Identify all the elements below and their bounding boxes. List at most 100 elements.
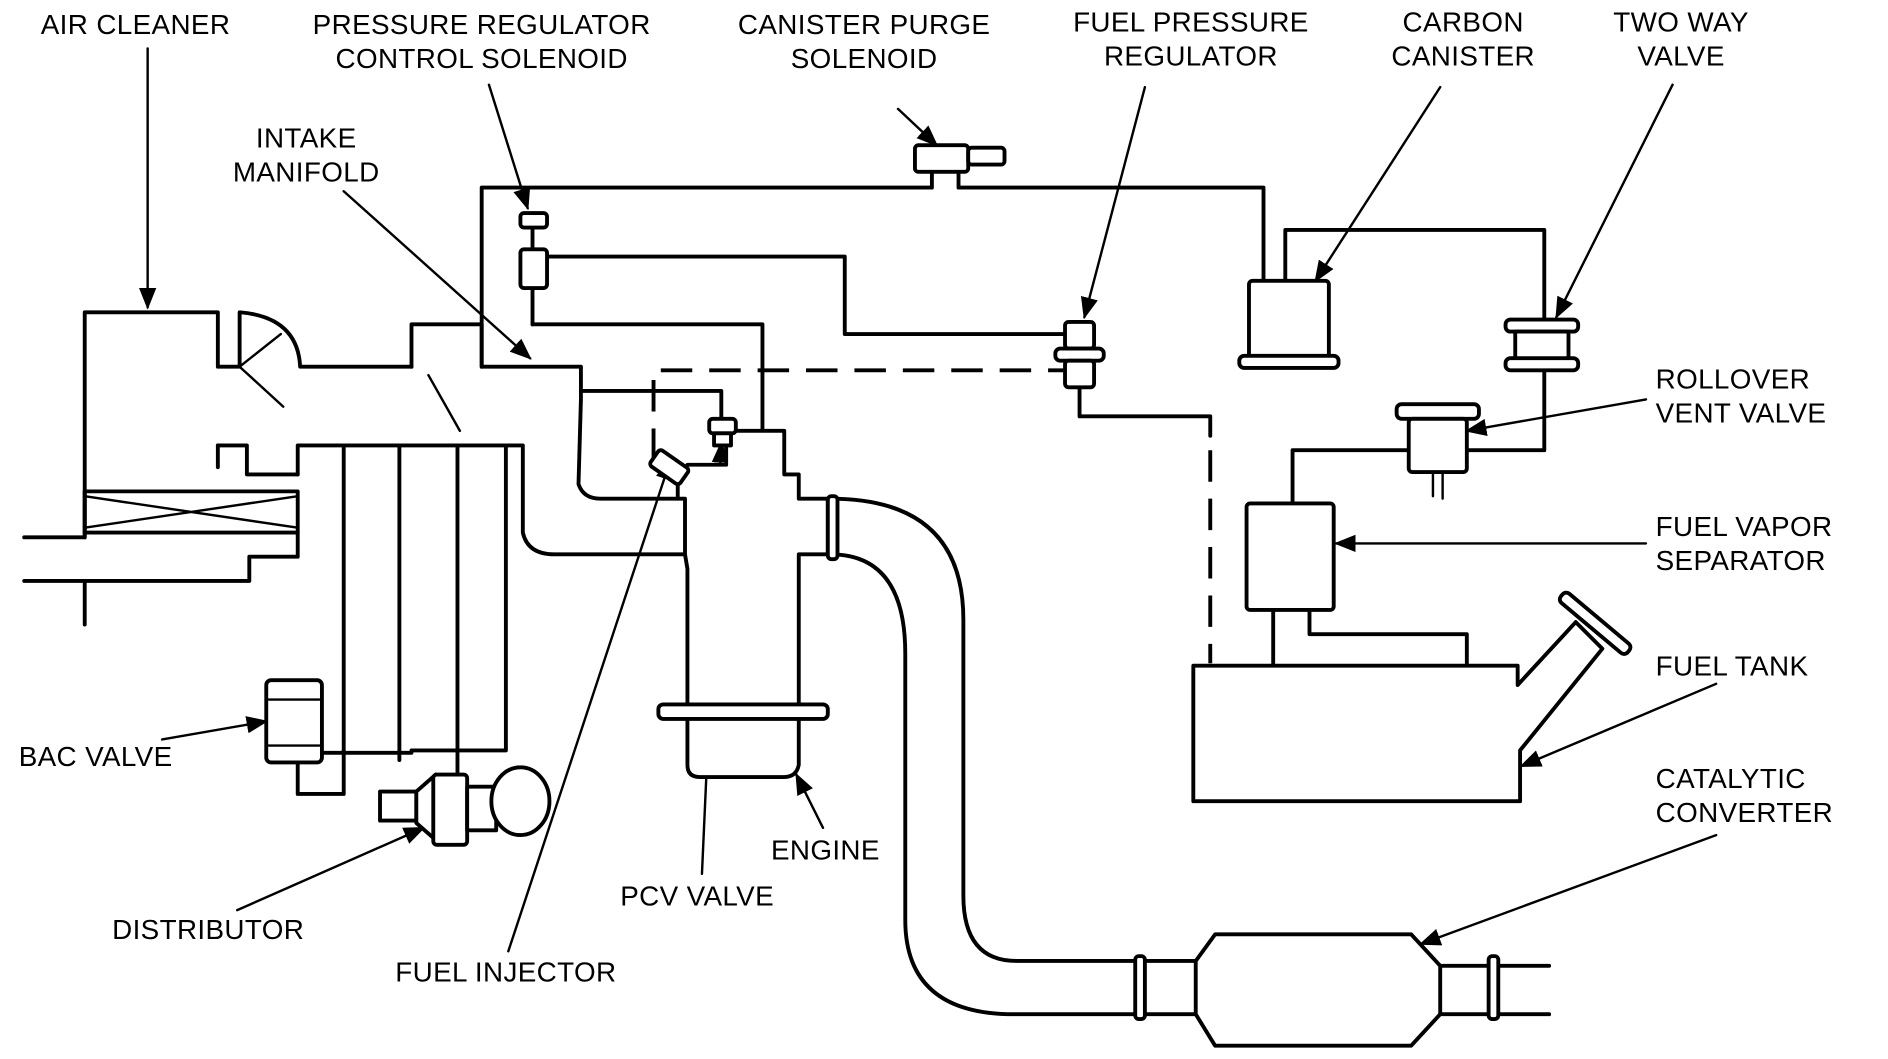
manifold-runner-lower	[295, 443, 687, 557]
bac-hose	[295, 748, 346, 796]
label-pcv-valve: PCV VALVE	[620, 880, 774, 911]
label-cat-line1: CATALYTIC	[1656, 763, 1806, 794]
catalytic-converter-body	[1193, 932, 1443, 1048]
label-twv-line2: VALVE	[1637, 40, 1724, 71]
fuel-vapor-separator	[1244, 501, 1336, 612]
leader-carbon-canister	[1314, 85, 1442, 283]
throttle-plate-icon	[238, 332, 285, 408]
leader-prcs	[487, 83, 531, 211]
twv-bottom-flange	[1503, 356, 1581, 373]
manifold-to-engine-line	[530, 322, 765, 433]
label-distributor: DISTRIBUTOR	[112, 914, 304, 945]
air-cleaner	[22, 310, 300, 627]
leader-intake-manifold	[342, 190, 532, 360]
exhaust-pipe-ends	[1135, 959, 1198, 1017]
rvv-body	[1406, 416, 1469, 474]
rvv-cap	[1394, 402, 1481, 421]
label-cc-line2: CANISTER	[1391, 40, 1535, 71]
air-filter-element-icon	[83, 495, 299, 529]
label-pcv-text: PCV VALVE	[620, 880, 774, 911]
label-engine-text: ENGINE	[771, 834, 880, 865]
label-pressure-regulator-control-solenoid: PRESSURE REGULATOR CONTROL SOLENOID	[313, 9, 651, 74]
canister-purge-solenoid	[913, 143, 1007, 174]
leader-bac	[160, 716, 269, 741]
label-im-line2: MANIFOLD	[233, 157, 380, 188]
prcs-body	[518, 247, 549, 290]
label-cat-line2: CONVERTER	[1656, 797, 1833, 828]
pcv-line	[578, 388, 724, 421]
leader-cps	[896, 107, 939, 147]
label-catalytic-converter: CATALYTIC CONVERTER	[1656, 763, 1833, 828]
leader-fpr	[1080, 85, 1147, 320]
air-filter-frame	[82, 489, 300, 535]
label-cps-line1: CANISTER PURGE	[738, 9, 990, 40]
fuel-filler-cap	[1557, 590, 1633, 656]
two-way-valve	[1503, 317, 1581, 373]
manifold-runners	[341, 443, 508, 779]
leader-intake-manifold-2	[427, 373, 462, 433]
distributor	[378, 765, 552, 847]
label-engine: ENGINE	[771, 834, 880, 865]
fpr-top	[1063, 319, 1097, 351]
fpr-return-line	[1077, 385, 1213, 438]
rvv-drain	[1431, 470, 1444, 500]
label-fi-text: FUEL INJECTOR	[395, 957, 616, 988]
leader-fuel-tank	[1519, 682, 1718, 768]
pcv-valve	[707, 416, 738, 448]
throttle-body	[237, 310, 414, 408]
distributor-cap	[489, 765, 552, 838]
cps-coil	[966, 145, 1007, 167]
purge-line-top-left	[479, 171, 934, 369]
air-cleaner-body-top	[22, 310, 240, 540]
fuel-injector	[648, 448, 691, 487]
twv-body	[1513, 329, 1571, 363]
pcv-top	[707, 416, 738, 436]
exhaust-pipe-outer	[828, 552, 1140, 1017]
label-prcs-line1: PRESSURE REGULATOR	[313, 9, 651, 40]
leader-two-way-valve	[1555, 83, 1674, 320]
label-fvs-line1: FUEL VAPOR	[1656, 511, 1833, 542]
label-carbon-canister: CARBON CANISTER	[1391, 6, 1535, 71]
prcs-cap	[518, 211, 549, 230]
fuel-tank	[1191, 590, 1633, 804]
engine	[656, 428, 830, 779]
label-fpr-line2: REGULATOR	[1104, 40, 1278, 71]
rollover-vent-valve	[1394, 402, 1481, 500]
canister-body	[1247, 278, 1331, 361]
separator-to-tank-lines	[1271, 605, 1469, 666]
exhaust-system	[825, 494, 1552, 1048]
label-rollover-vent-valve: ROLLOVER VENT VALVE	[1656, 364, 1827, 429]
engine-flange	[656, 702, 830, 721]
bac-bands	[267, 698, 321, 747]
pressure-regulator-control-solenoid	[518, 211, 549, 290]
manifold-plenum	[409, 322, 680, 501]
bac-body	[264, 678, 324, 765]
air-duct-lower	[215, 443, 300, 477]
leader-fuel-injector	[507, 457, 673, 953]
purge-line-top-right	[956, 171, 1266, 283]
leader-lines	[138, 47, 1718, 953]
converter-outlet-clamp	[1486, 954, 1501, 1021]
label-prcs-line2: CONTROL SOLENOID	[335, 43, 627, 74]
label-rvv-line1: ROLLOVER	[1656, 364, 1810, 395]
separator-body	[1244, 501, 1336, 612]
label-air-cleaner-text: AIR CLEANER	[41, 9, 231, 40]
fuel-tank-body	[1191, 620, 1605, 804]
fuel-return-dashed-line	[651, 368, 1068, 460]
prcs-to-fpr-line	[545, 254, 1070, 336]
canister-base	[1237, 353, 1341, 370]
label-two-way-valve: TWO WAY VALVE	[1613, 6, 1748, 71]
label-twv-line1: TWO WAY	[1613, 6, 1748, 37]
label-air-cleaner: AIR CLEANER	[41, 9, 231, 40]
label-fuel-tank: FUEL TANK	[1656, 650, 1808, 681]
label-cc-line1: CARBON	[1403, 6, 1524, 37]
fpr-bottom	[1063, 358, 1097, 390]
exhaust-pipe-inner	[828, 496, 1140, 963]
engine-block	[675, 428, 830, 779]
label-rvv-line2: VENT VALVE	[1656, 397, 1827, 428]
vacuum-lines	[479, 171, 1547, 666]
label-dist-text: DISTRIBUTOR	[112, 914, 304, 945]
throttle-housing	[237, 310, 414, 369]
leader-catalytic	[1418, 833, 1718, 946]
